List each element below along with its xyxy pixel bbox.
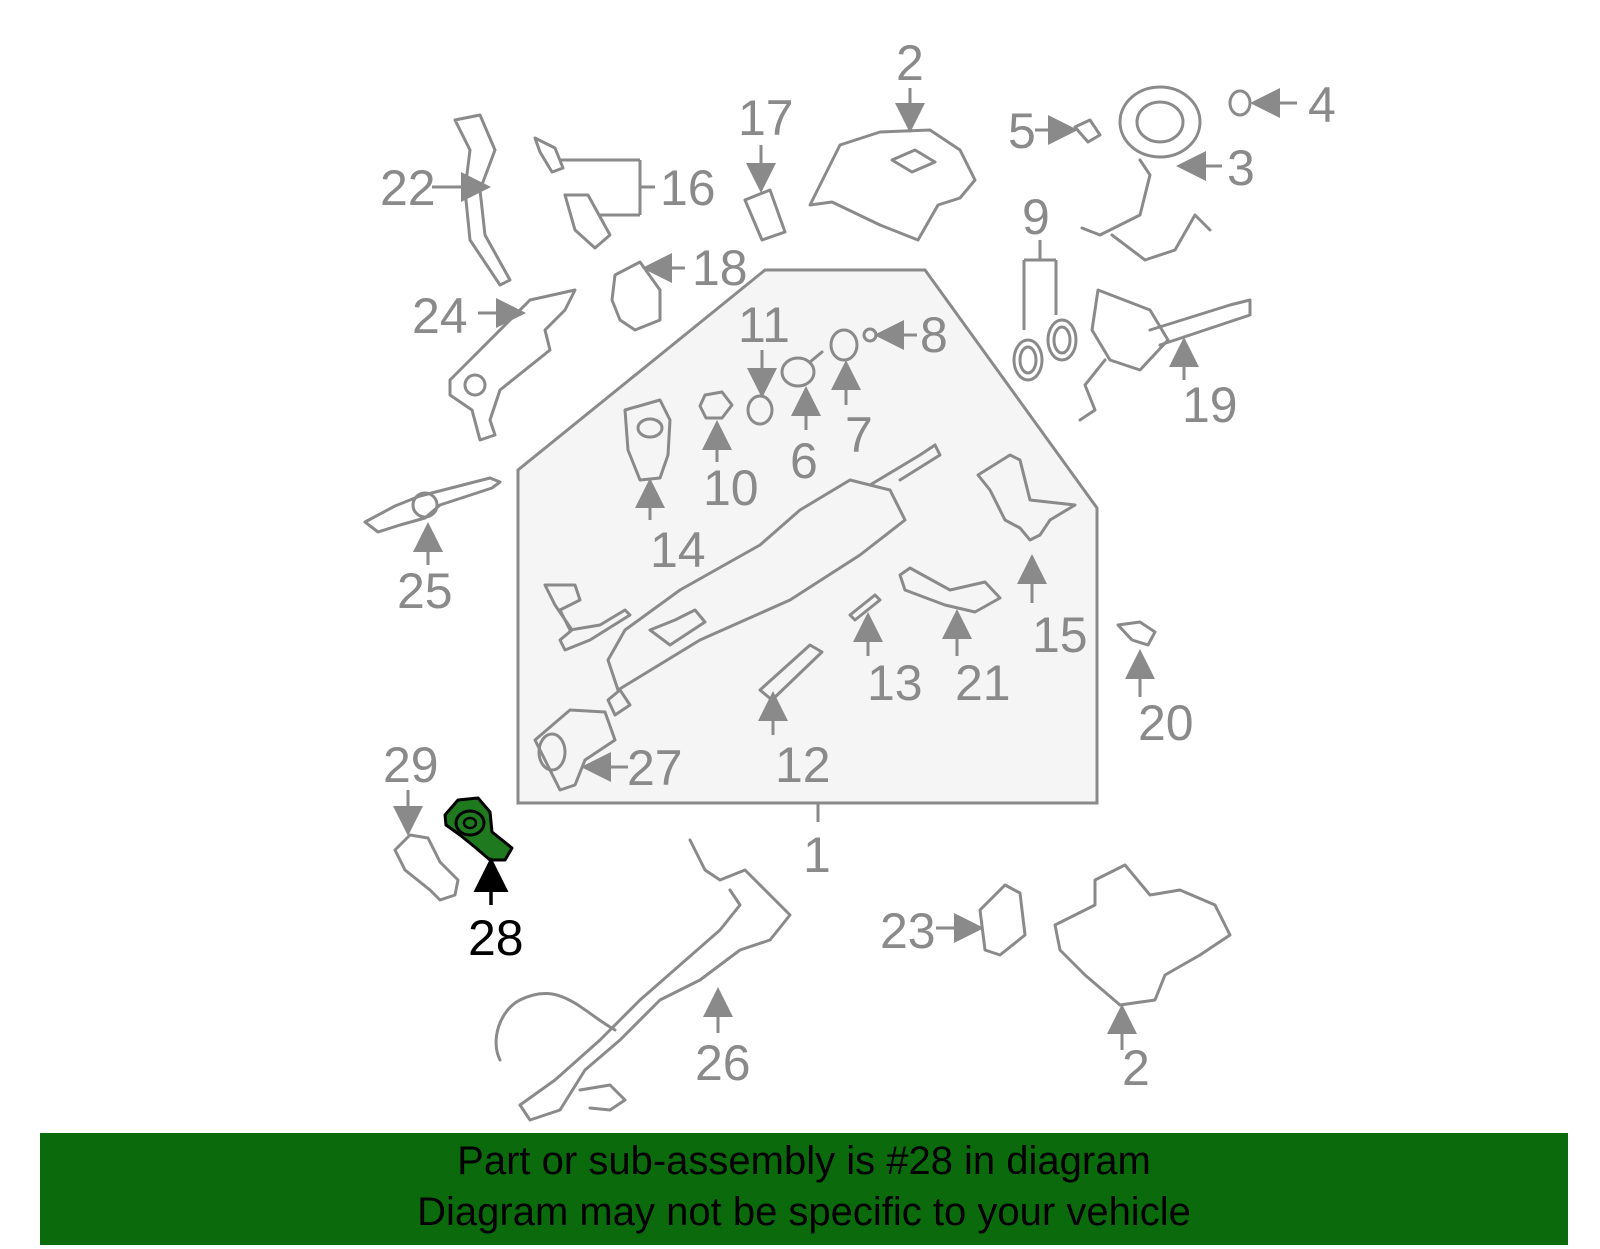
label-2-lower: 2 — [1122, 1040, 1150, 1096]
part-19-combination-switch[interactable] — [1078, 288, 1252, 422]
label-2-upper: 2 — [896, 35, 924, 91]
label-10: 10 — [703, 460, 759, 516]
part-18-switch[interactable] — [610, 260, 662, 332]
label-7: 7 — [845, 407, 873, 463]
label-17: 17 — [738, 90, 794, 146]
banner-line-1: Part or sub-assembly is #28 in diagram — [457, 1139, 1151, 1183]
label-25: 25 — [397, 563, 453, 619]
part-14-lock-housing[interactable] — [623, 398, 672, 482]
part-2-upper-cover[interactable] — [808, 128, 977, 242]
label-27: 27 — [627, 740, 683, 796]
steering-column-shaft[interactable] — [606, 443, 942, 717]
label-26: 26 — [695, 1035, 751, 1091]
banner-line-2: Diagram may not be specific to your vehi… — [417, 1190, 1191, 1234]
part-24-bracket[interactable] — [448, 288, 577, 442]
part-20-clip[interactable] — [1116, 620, 1157, 647]
label-8: 8 — [920, 307, 948, 363]
label-21: 21 — [955, 655, 1011, 711]
part-3-clock-spring[interactable] — [1080, 85, 1212, 262]
label-4: 4 — [1308, 77, 1336, 133]
assembly-outline — [516, 268, 1099, 805]
label-15: 15 — [1032, 607, 1088, 663]
part-17-sensor[interactable] — [743, 188, 787, 242]
label-12: 12 — [775, 737, 831, 793]
label-13: 13 — [867, 655, 923, 711]
part-29-shield[interactable] — [393, 833, 460, 902]
part-22-shift-lever[interactable] — [453, 113, 512, 287]
part-2-lower-cover[interactable] — [1053, 863, 1232, 1007]
label-24: 24 — [412, 288, 468, 344]
info-banner: Part or sub-assembly is #28 in diagram D… — [40, 1133, 1568, 1245]
part-5-retainer[interactable] — [1073, 118, 1102, 144]
label-19: 19 — [1182, 377, 1238, 433]
label-6: 6 — [790, 433, 818, 489]
label-18: 18 — [692, 240, 748, 296]
part-28-highlighted[interactable] — [443, 796, 514, 862]
label-11: 11 — [738, 297, 790, 353]
part-15-bracket[interactable] — [976, 453, 1077, 542]
label-16: 16 — [660, 160, 716, 216]
part-10-nut[interactable] — [698, 390, 734, 420]
part-27-lock-cylinder[interactable] — [533, 708, 617, 792]
label-28: 28 — [468, 910, 524, 966]
label-1: 1 — [803, 827, 831, 883]
label-22: 22 — [380, 160, 436, 216]
label-29: 29 — [383, 737, 439, 793]
part-21-bracket[interactable] — [898, 566, 1002, 614]
label-14: 14 — [650, 522, 706, 578]
part-23-cover[interactable] — [978, 883, 1027, 957]
part-25-switch[interactable] — [363, 476, 502, 534]
label-3: 3 — [1227, 140, 1255, 196]
part-left-bracket[interactable] — [543, 583, 632, 652]
part-4-clip[interactable] — [1228, 89, 1252, 117]
label-9: 9 — [1022, 189, 1050, 245]
label-5: 5 — [1008, 103, 1036, 159]
part-16-screws[interactable] — [533, 136, 612, 250]
part-26-wiring-harness[interactable] — [494, 838, 792, 1122]
label-23: 23 — [880, 903, 936, 959]
part-9-rings[interactable] — [1012, 318, 1078, 382]
label-20: 20 — [1138, 695, 1194, 751]
